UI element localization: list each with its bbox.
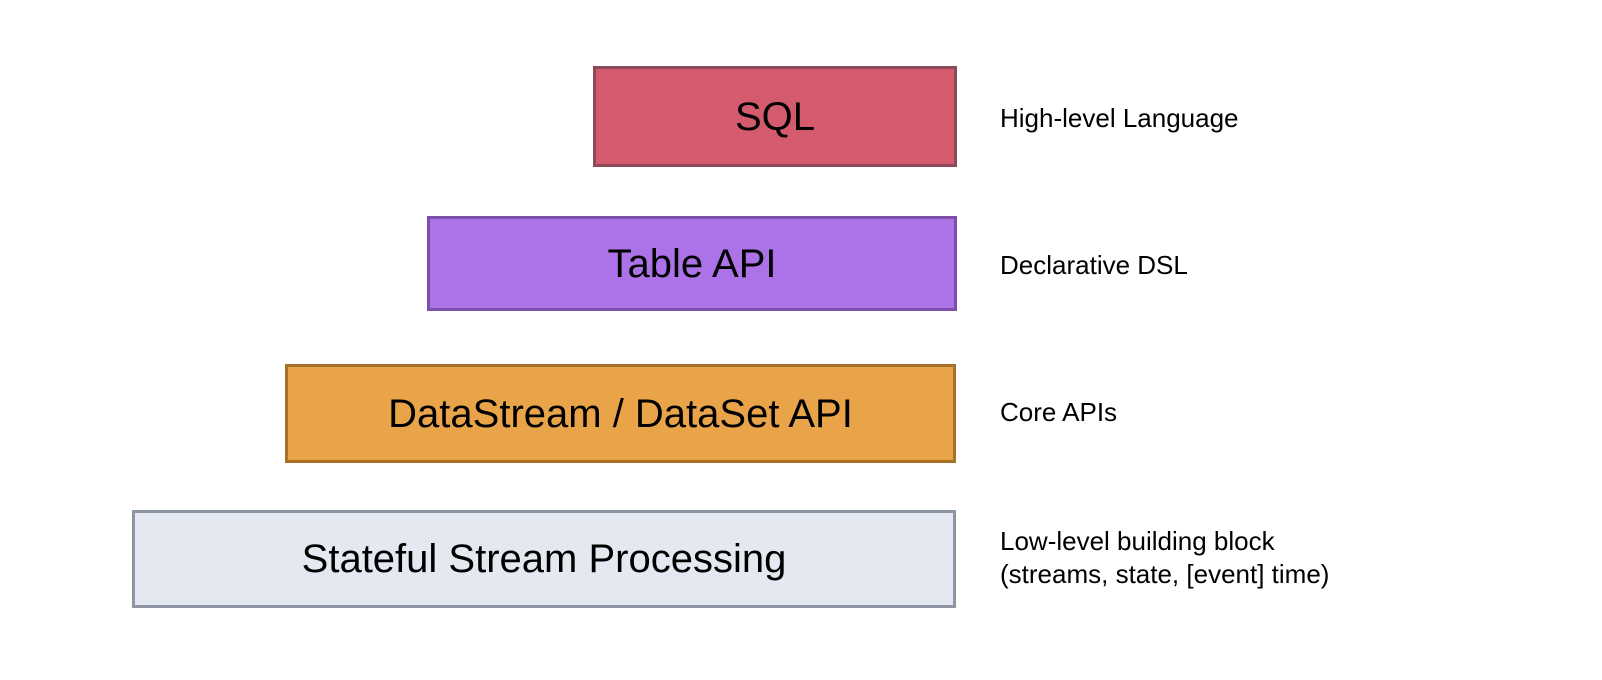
layer-annotation-sql: High-level Language — [1000, 103, 1239, 133]
layer-annotation-stateful: Low-level building block (streams, state… — [1000, 526, 1330, 590]
layer-block-table-api[interactable]: Table API — [427, 216, 957, 311]
layer-label-datastream: DataStream / DataSet API — [388, 391, 853, 436]
layer-block-sql[interactable]: SQL — [593, 66, 957, 167]
layer-label-sql: SQL — [734, 94, 816, 139]
layer-annotation-table-api: Declarative DSL — [1000, 250, 1188, 280]
layer-block-datastream[interactable]: DataStream / DataSet API — [285, 364, 956, 463]
layer-block-stateful[interactable]: Stateful Stream Processing — [132, 510, 956, 608]
layer-label-table-api: Table API — [607, 241, 777, 286]
layer-label-stateful: Stateful Stream Processing — [301, 537, 787, 581]
layer-annotation-datastream: Core APIs — [1000, 397, 1118, 427]
